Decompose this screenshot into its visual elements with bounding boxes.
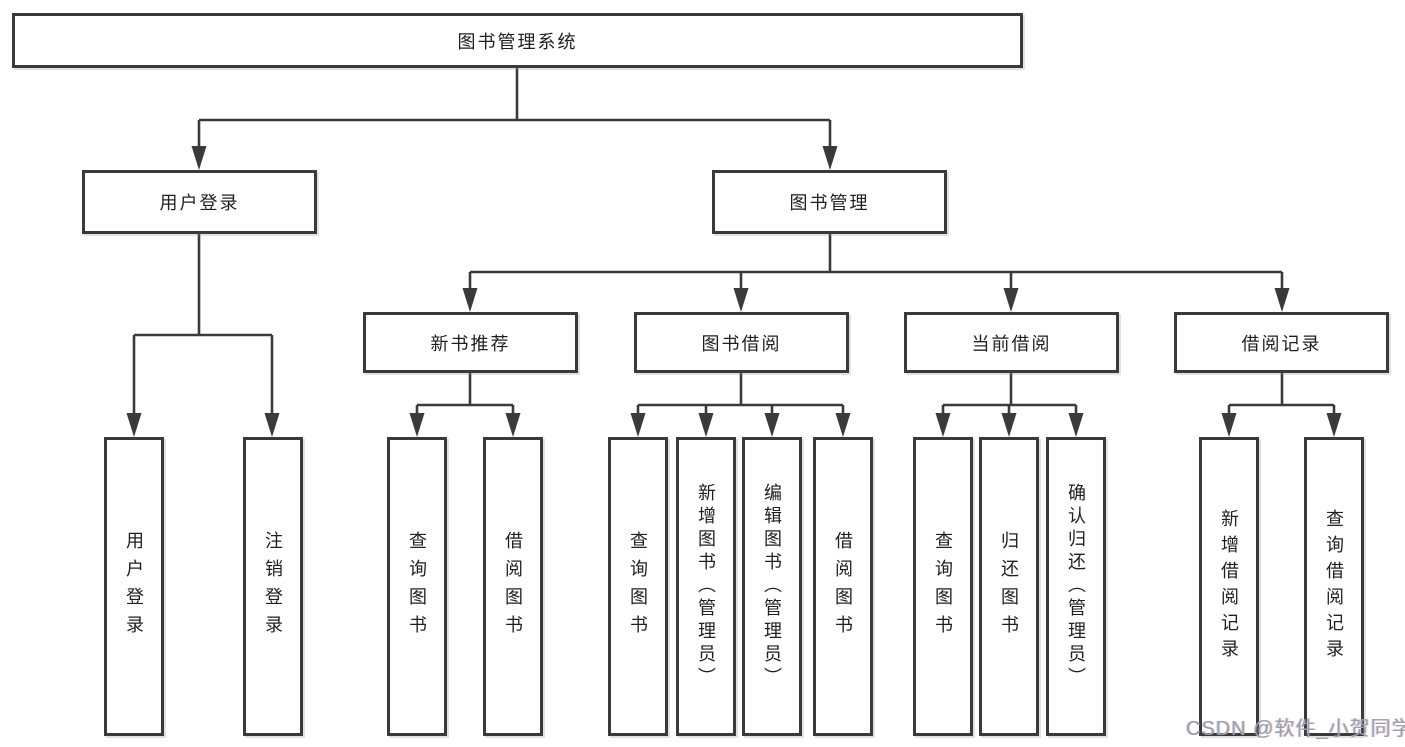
leaf-borrow-books: 借阅图书 bbox=[813, 437, 873, 736]
arrow-down-icon bbox=[733, 288, 749, 312]
leaf-user-login: 用户登录 bbox=[104, 437, 164, 736]
arrow-down-icon bbox=[462, 288, 478, 312]
leaf-query-borrow-record: 查询借阅记录 bbox=[1304, 437, 1364, 736]
node-borrowing-records: 借阅记录 bbox=[1174, 312, 1389, 373]
leaf-return-books: 归还图书 bbox=[979, 437, 1039, 736]
node-label: 新书推荐 bbox=[430, 333, 511, 354]
leaf-query-books-borrow: 查询图书 bbox=[608, 437, 668, 736]
leaf-add-borrow-record: 新增借阅记录 bbox=[1199, 437, 1259, 736]
arrow-down-icon bbox=[1274, 288, 1290, 312]
arrow-down-icon bbox=[126, 413, 142, 437]
leaf-add-books-admin: 新增图书（管理员） bbox=[676, 437, 736, 736]
leaf-query-books-current: 查询图书 bbox=[913, 437, 973, 736]
arrow-down-icon bbox=[822, 146, 838, 170]
arrow-down-icon bbox=[1068, 413, 1084, 437]
node-new-book-recommendation: 新书推荐 bbox=[363, 312, 578, 373]
arrow-down-icon bbox=[835, 413, 851, 437]
csdn-watermark: CSDN @软件_小贺同学 bbox=[1186, 718, 1405, 740]
arrow-down-icon bbox=[764, 413, 780, 437]
leaf-logout: 注销登录 bbox=[243, 437, 303, 736]
arrow-down-icon bbox=[1003, 288, 1019, 312]
node-book-borrowing: 图书借阅 bbox=[634, 312, 849, 373]
node-label: 图书借阅 bbox=[701, 333, 782, 354]
arrow-down-icon bbox=[935, 413, 951, 437]
node-label: 当前借阅 bbox=[971, 333, 1052, 354]
arrow-down-icon bbox=[191, 146, 207, 170]
leaf-edit-books-admin: 编辑图书（管理员） bbox=[742, 437, 802, 736]
node-current-borrowing: 当前借阅 bbox=[904, 312, 1119, 373]
leaf-confirm-return-admin: 确认归还（管理员） bbox=[1046, 437, 1106, 736]
node-label: 借阅记录 bbox=[1241, 333, 1322, 354]
leaf-borrow-books-recommend: 借阅图书 bbox=[483, 437, 543, 736]
arrow-down-icon bbox=[630, 413, 646, 437]
arrow-down-icon bbox=[698, 413, 714, 437]
leaf-query-books-recommend: 查询图书 bbox=[387, 437, 447, 736]
arrow-down-icon bbox=[264, 413, 280, 437]
arrow-down-icon bbox=[409, 413, 425, 437]
arrow-down-icon bbox=[1326, 413, 1342, 437]
arrow-down-icon bbox=[1001, 413, 1017, 437]
node-library-system: 图书管理系统 bbox=[12, 13, 1023, 68]
arrowhead-icons bbox=[126, 146, 1342, 437]
connector-lines bbox=[132, 68, 1336, 415]
node-label: 图书管理 bbox=[789, 193, 870, 213]
arrow-down-icon bbox=[505, 413, 521, 437]
node-book-management: 图书管理 bbox=[712, 170, 947, 234]
arrow-down-icon bbox=[1221, 413, 1237, 437]
node-user-login-module: 用户登录 bbox=[82, 170, 317, 234]
node-label: 图书管理系统 bbox=[457, 31, 578, 52]
node-label: 用户登录 bbox=[159, 193, 240, 213]
